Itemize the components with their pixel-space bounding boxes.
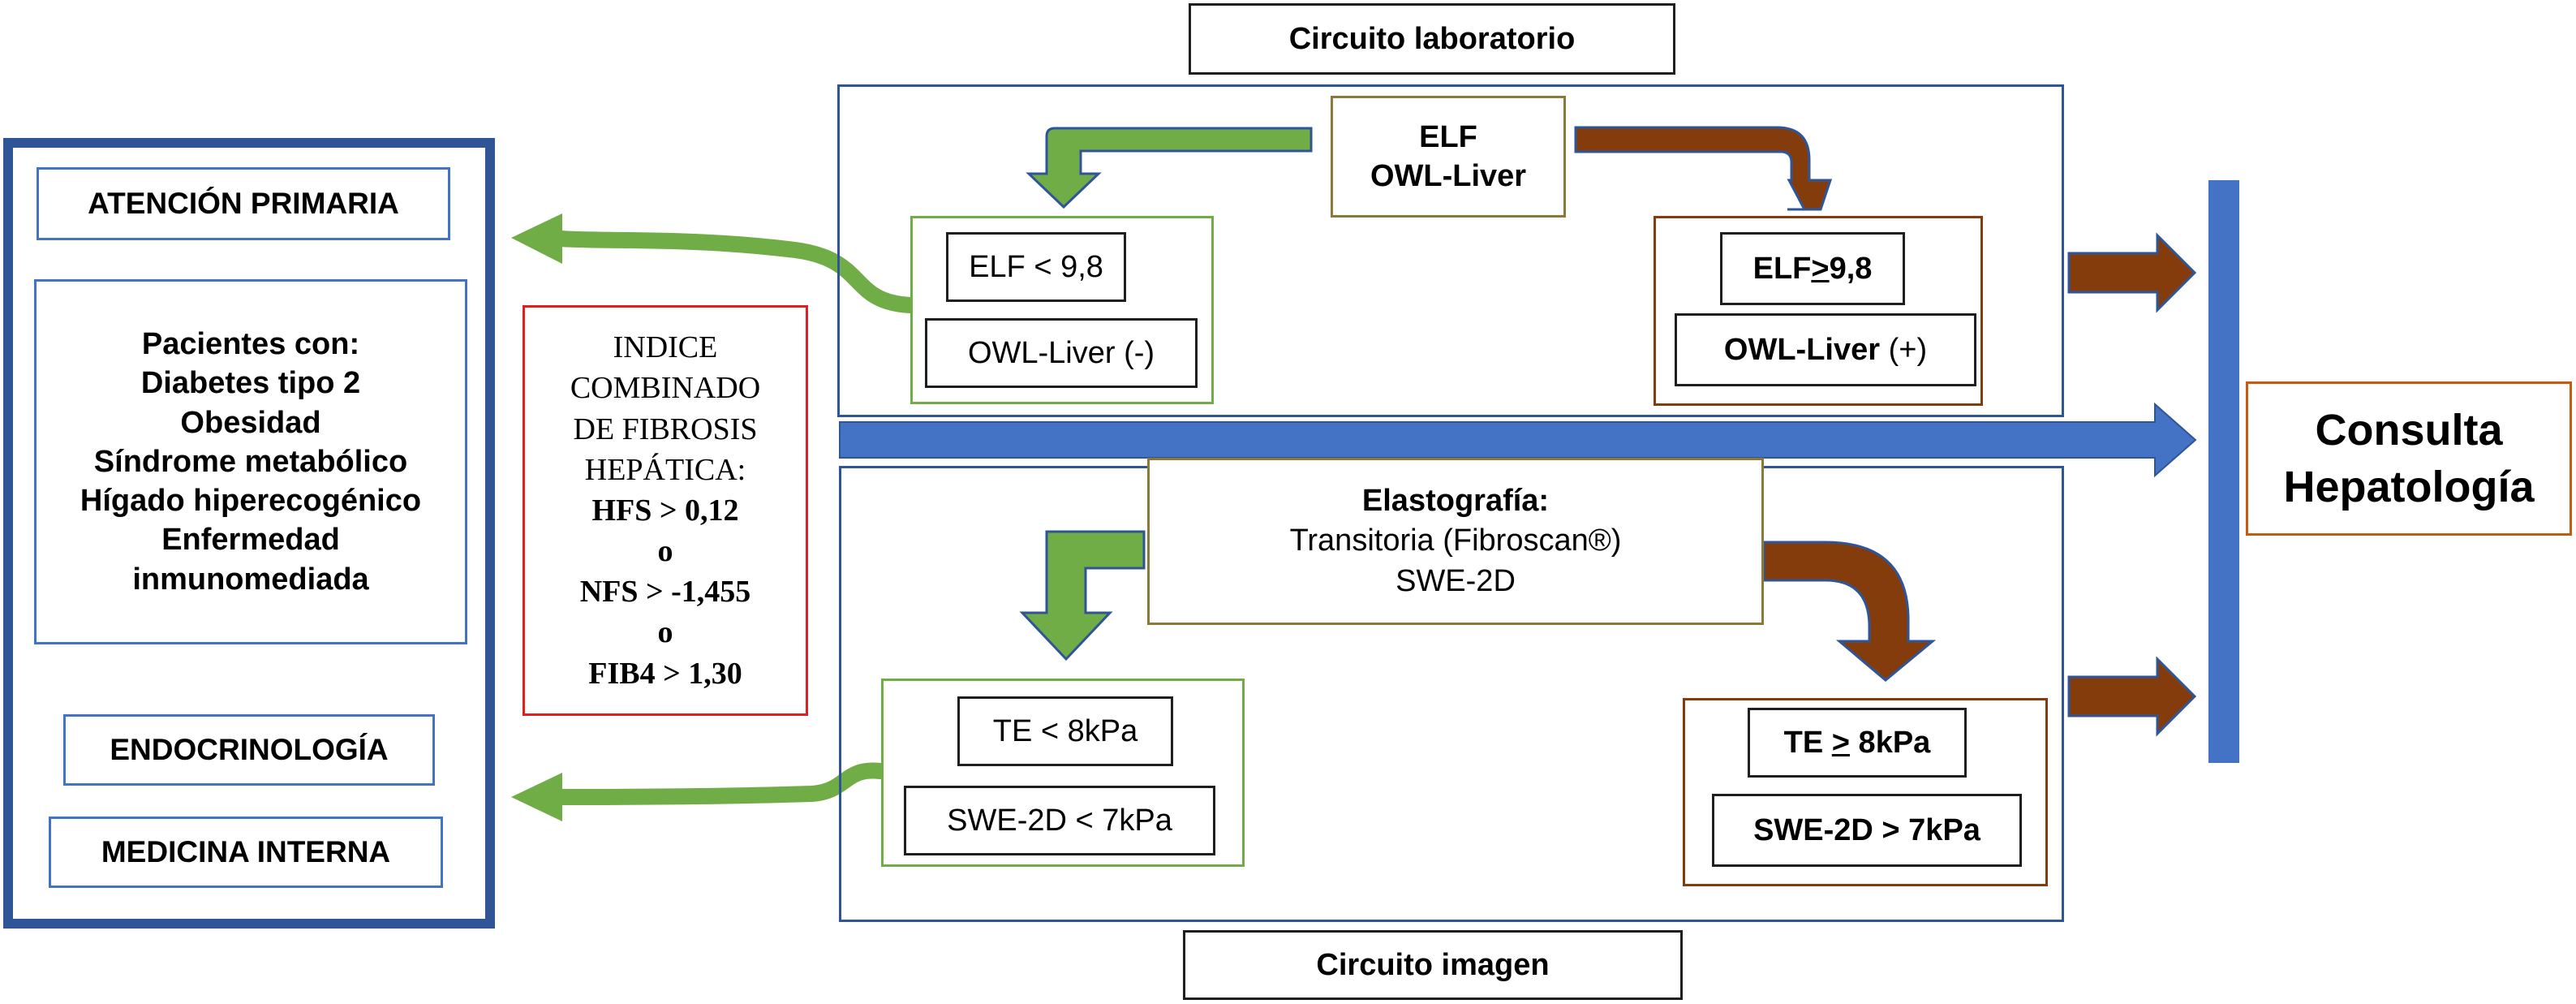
- image-negative-arrowhead: [511, 773, 562, 821]
- lab-circuit-frame: [837, 84, 2064, 417]
- fib4-threshold: FIB4 > 1,30: [588, 656, 742, 691]
- indice-line: COMBINADO: [570, 371, 761, 406]
- pacientes-line: Pacientes con:: [141, 327, 360, 362]
- image-brown-curved-arrow: [1762, 541, 1937, 682]
- swe-positive-label: SWE-2D > 7kPa: [1753, 812, 1980, 847]
- owl-liver-positive-sign: (+): [1888, 332, 1928, 367]
- owl-liver-positive-box: OWL-Liver (+): [1675, 313, 1976, 386]
- swe-2d-label: SWE-2D: [1396, 563, 1516, 598]
- pacientes-line: Enfermedad: [161, 523, 340, 558]
- te-positive-prefix: TE: [1783, 725, 1832, 760]
- image-circuit-title-box: Circuito imagen: [1183, 930, 1683, 1000]
- elastography-box: Elastografía: Transitoria (Fibroscan®) S…: [1147, 458, 1764, 625]
- elf-negative-box: ELF < 9,8: [946, 232, 1126, 302]
- hfs-threshold: HFS > 0,12: [591, 493, 739, 528]
- transient-elastography-label: Transitoria (Fibroscan®): [1289, 524, 1622, 558]
- lab-negative-to-primary-arrow: [552, 231, 918, 313]
- te-positive-box: TE > 8kPa: [1748, 708, 1967, 778]
- patients-panel: [3, 138, 495, 929]
- nfs-threshold: NFS > -1,455: [579, 575, 751, 610]
- swe-negative-box: SWE-2D < 7kPa: [904, 786, 1215, 855]
- indice-combinado-box: INDICE COMBINADO DE FIBROSIS HEPÁTICA: H…: [523, 305, 808, 716]
- owl-liver-negative-label: OWL-Liver (-): [967, 335, 1155, 370]
- swe-positive-box: SWE-2D > 7kPa: [1712, 794, 2022, 867]
- endocrinologia-box: ENDOCRINOLOGÍA: [63, 714, 435, 786]
- te-positive-value: 8kPa: [1850, 725, 1931, 760]
- image-green-elbow-arrow: [1019, 530, 1146, 661]
- indice-line: HEPÁTICA:: [584, 452, 746, 487]
- image-negative-to-specialists-arrow: [552, 762, 888, 805]
- lab-green-elbow-arrow: [1026, 127, 1313, 209]
- indice-line: DE FIBROSIS: [573, 412, 758, 446]
- atencion-primaria-label: ATENCIÓN PRIMARIA: [88, 187, 399, 220]
- lab-negative-arrowhead: [511, 213, 562, 264]
- elf-test-label: ELF: [1419, 119, 1477, 154]
- elf-positive-prefix: ELF: [1752, 251, 1812, 286]
- endocrinologia-label: ENDOCRINOLOGÍA: [110, 733, 389, 766]
- te-negative-label: TE < 8kPa: [992, 713, 1138, 748]
- indice-or: o: [657, 534, 673, 569]
- consulta-label: Consulta: [2315, 405, 2503, 455]
- image-to-consulta-arrow: [2067, 656, 2197, 737]
- lab-to-consulta-arrow: [2067, 232, 2197, 313]
- swe-negative-label: SWE-2D < 7kPa: [947, 803, 1172, 838]
- te-negative-box: TE < 8kPa: [957, 696, 1173, 766]
- elf-positive-box: ELF>9,8: [1720, 232, 1905, 305]
- consulta-collector-bar: [2208, 180, 2239, 763]
- image-circuit-title: Circuito imagen: [1316, 947, 1550, 982]
- pacientes-line: Síndrome metabólico: [93, 444, 408, 479]
- consulta-hepatologia-box: Consulta Hepatología: [2246, 381, 2572, 536]
- greater-equal-sign: >: [1811, 251, 1830, 286]
- lab-circuit-title: Circuito laboratorio: [1288, 21, 1576, 56]
- pacientes-box: Pacientes con: Diabetes tipo 2 Obesidad …: [34, 279, 467, 644]
- owl-liver-positive-main: OWL-Liver: [1723, 332, 1889, 367]
- owl-liver-negative-box: OWL-Liver (-): [925, 318, 1198, 388]
- indice-line: INDICE: [613, 330, 718, 365]
- pacientes-line: Obesidad: [180, 405, 321, 440]
- medicina-interna-label: MEDICINA INTERNA: [101, 835, 391, 868]
- owl-liver-test-label: OWL-Liver: [1370, 159, 1527, 193]
- elf-negative-label: ELF < 9,8: [969, 249, 1103, 284]
- elf-positive-value: 9,8: [1829, 251, 1873, 286]
- medicina-interna-box: MEDICINA INTERNA: [49, 817, 443, 888]
- pacientes-line: inmunomediada: [132, 562, 369, 597]
- pacientes-line: Diabetes tipo 2: [140, 366, 361, 401]
- lab-circuit-title-box: Circuito laboratorio: [1189, 3, 1675, 75]
- indice-or: o: [657, 615, 673, 650]
- greater-equal-sign: >: [1831, 725, 1850, 760]
- pacientes-line: Hígado hiperecogénico: [80, 484, 422, 519]
- hepatologia-label: Hepatología: [2283, 463, 2535, 511]
- lab-tests-box: ELF OWL-Liver: [1331, 96, 1566, 218]
- elastography-title: Elastografía:: [1361, 483, 1550, 518]
- lab-brown-elbow-arrow: [1574, 126, 1833, 211]
- atencion-primaria-box: ATENCIÓN PRIMARIA: [37, 167, 450, 240]
